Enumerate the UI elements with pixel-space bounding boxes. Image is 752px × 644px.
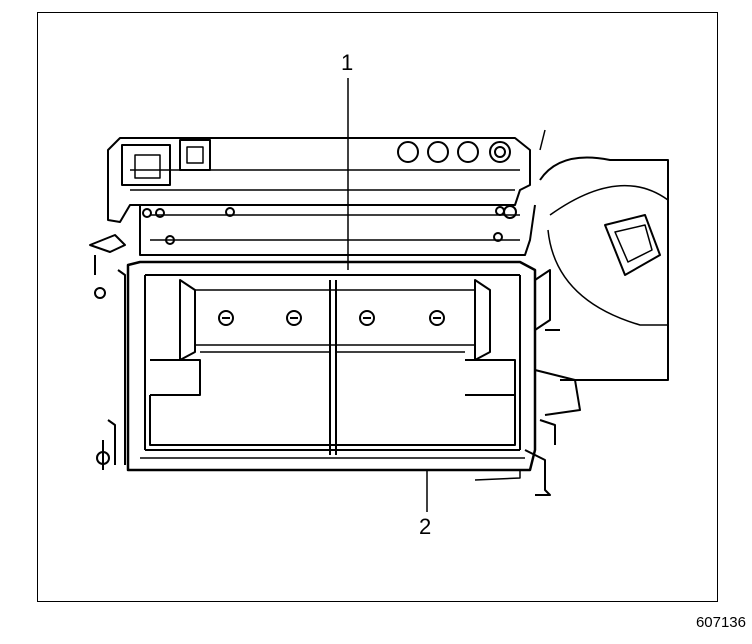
callout-1-label: 1 (341, 50, 354, 75)
mounting-plate (139, 204, 536, 256)
upper-case-housing (107, 137, 531, 223)
left-bracket (89, 234, 126, 470)
blower-housing (524, 129, 669, 496)
callout-2-label: 2 (419, 514, 432, 539)
figure-id: 607136 (695, 614, 746, 631)
illustration-frame (37, 12, 718, 602)
filter-access-door (126, 260, 537, 481)
